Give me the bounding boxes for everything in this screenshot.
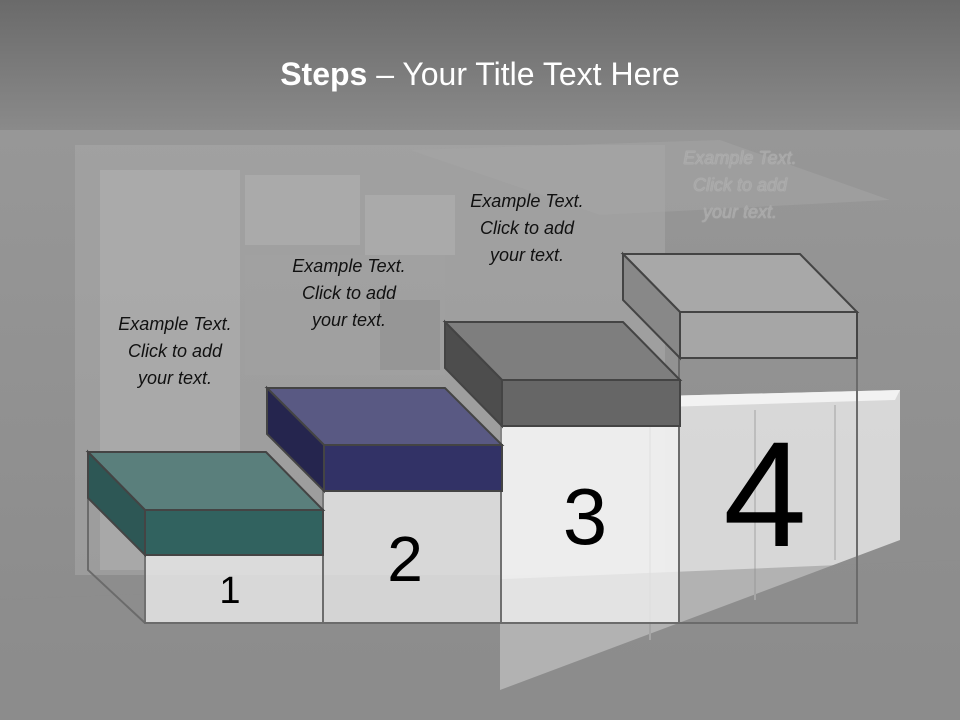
step-1-text-line2: Click to add xyxy=(127,341,223,361)
step-4-number: 4 xyxy=(723,410,807,578)
step-3-text-line1: Example Text. xyxy=(470,191,584,211)
step-4-text-line3: your text. xyxy=(702,202,778,222)
step-3-text-line2: Click to add xyxy=(479,218,575,238)
step-2-body xyxy=(322,490,502,624)
step-1-body xyxy=(144,554,324,624)
step-1-number: 1 xyxy=(219,570,241,612)
step-1-text-line1: Example Text. xyxy=(118,314,232,334)
step-3-text-line3: your text. xyxy=(489,245,565,265)
step-3-body xyxy=(500,425,680,624)
title-bold-text: Steps xyxy=(280,56,368,92)
step-2-text-line1: Example Text. xyxy=(292,256,406,276)
step-2-text-line2: Click to add xyxy=(301,283,397,303)
title-bar xyxy=(0,0,960,130)
step-4-block[interactable] xyxy=(620,251,860,361)
slide-title[interactable]: Steps – Your Title Text Here xyxy=(0,54,960,94)
step-2-number: 2 xyxy=(387,523,423,595)
step-3-block[interactable] xyxy=(442,319,683,429)
step-1-text-line3: your text. xyxy=(137,368,213,388)
step-1-text[interactable]: Example Text. Click to add your text. xyxy=(90,311,260,392)
step-1-block[interactable] xyxy=(85,449,326,558)
step-4-text-line1: Example Text. xyxy=(683,148,797,168)
step-3-number: 3 xyxy=(562,472,608,561)
step-2-text[interactable]: Example Text. Click to add your text. xyxy=(264,253,434,334)
title-rest-text: – Your Title Text Here xyxy=(367,56,680,92)
step-3-text[interactable]: Example Text. Click to add your text. xyxy=(442,188,612,269)
step-2-text-line3: your text. xyxy=(311,310,387,330)
step-4-text[interactable]: Example Text. Click to add your text. xyxy=(655,145,825,226)
step-4-text-line2: Click to add xyxy=(692,175,788,195)
step-2-block[interactable] xyxy=(264,385,505,494)
